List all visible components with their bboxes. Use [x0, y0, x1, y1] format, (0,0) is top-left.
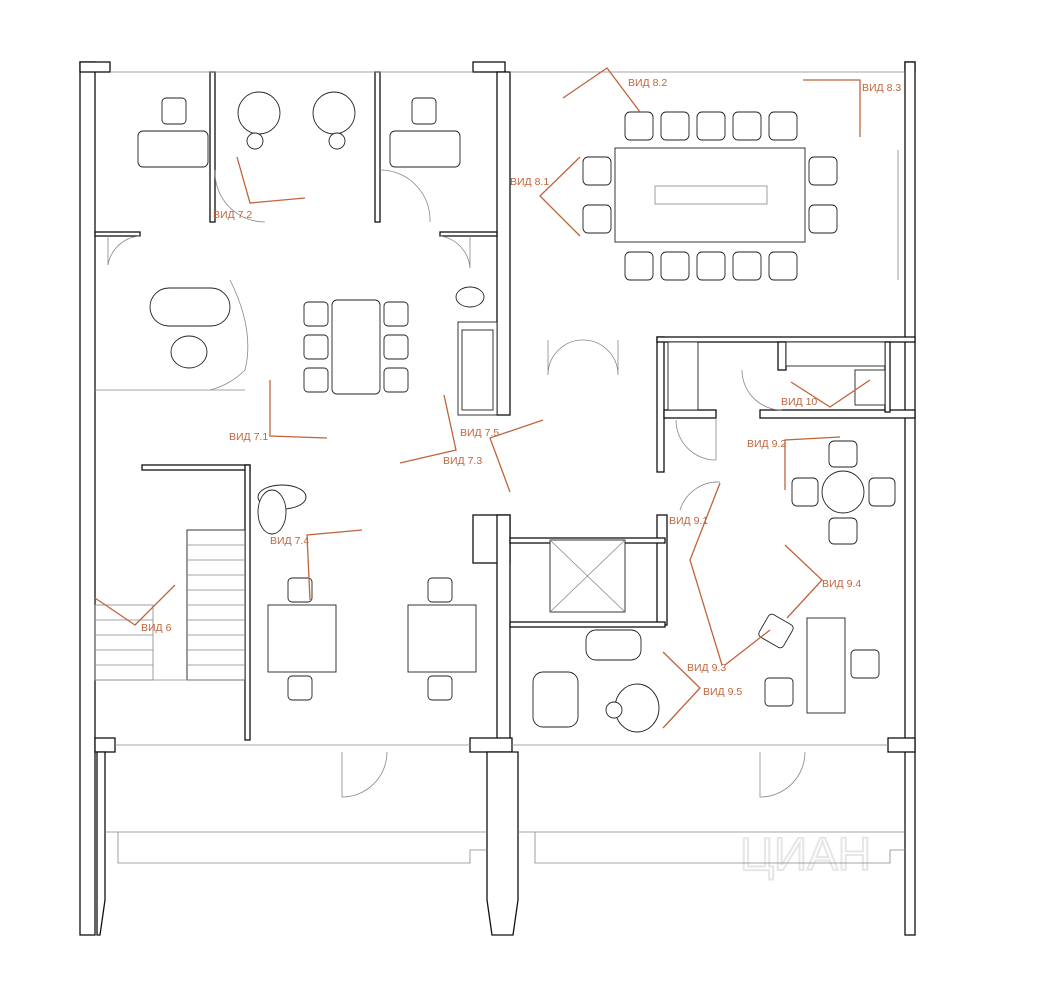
desk: [137, 130, 209, 168]
round-table: [821, 470, 865, 514]
conference-table: [614, 147, 806, 243]
desk: [806, 617, 846, 714]
armchair: [312, 91, 356, 135]
view-label-6: ВИД 6: [141, 622, 172, 634]
windows: [95, 71, 905, 864]
table: [331, 299, 381, 395]
view-label-9-2: ВИД 9.2: [747, 438, 786, 450]
table: [149, 287, 231, 327]
view-label-8-1: ВИД 8.1: [510, 176, 549, 188]
watermark: ЦИАН: [740, 828, 871, 880]
view-label-7-5: ВИД 7.5: [460, 427, 499, 439]
view-label-7-2: ВИД 7.2: [213, 209, 252, 221]
conference-chairs: [582, 111, 838, 281]
view-label-7-1: ВИД 7.1: [229, 431, 268, 443]
view-label-9-1: ВИД 9.1: [669, 515, 708, 527]
view-label-8-2: ВИД 8.2: [628, 77, 667, 89]
view-label-9-3: ВИД 9.3: [687, 662, 726, 674]
furniture: [94, 91, 896, 733]
chair: [161, 97, 187, 125]
view-label-9-4: ВИД 9.4: [822, 578, 861, 590]
view-markers: [94, 67, 871, 729]
chair: [411, 97, 437, 125]
view-label-7-3: ВИД 7.3: [443, 455, 482, 467]
view-label-9-5: ВИД 9.5: [703, 686, 742, 698]
desk: [389, 130, 461, 168]
walls: [79, 61, 916, 936]
view-label-7-4: ВИД 7.4: [270, 535, 309, 547]
view-labels: ВИД 8.2 ВИД 8.3 ВИД 8.1 ВИД 7.2 ВИД 7.1 …: [141, 77, 901, 698]
armchair: [237, 91, 281, 135]
view-label-10: ВИД 10: [781, 396, 817, 408]
view-label-8-3: ВИД 8.3: [862, 82, 901, 94]
